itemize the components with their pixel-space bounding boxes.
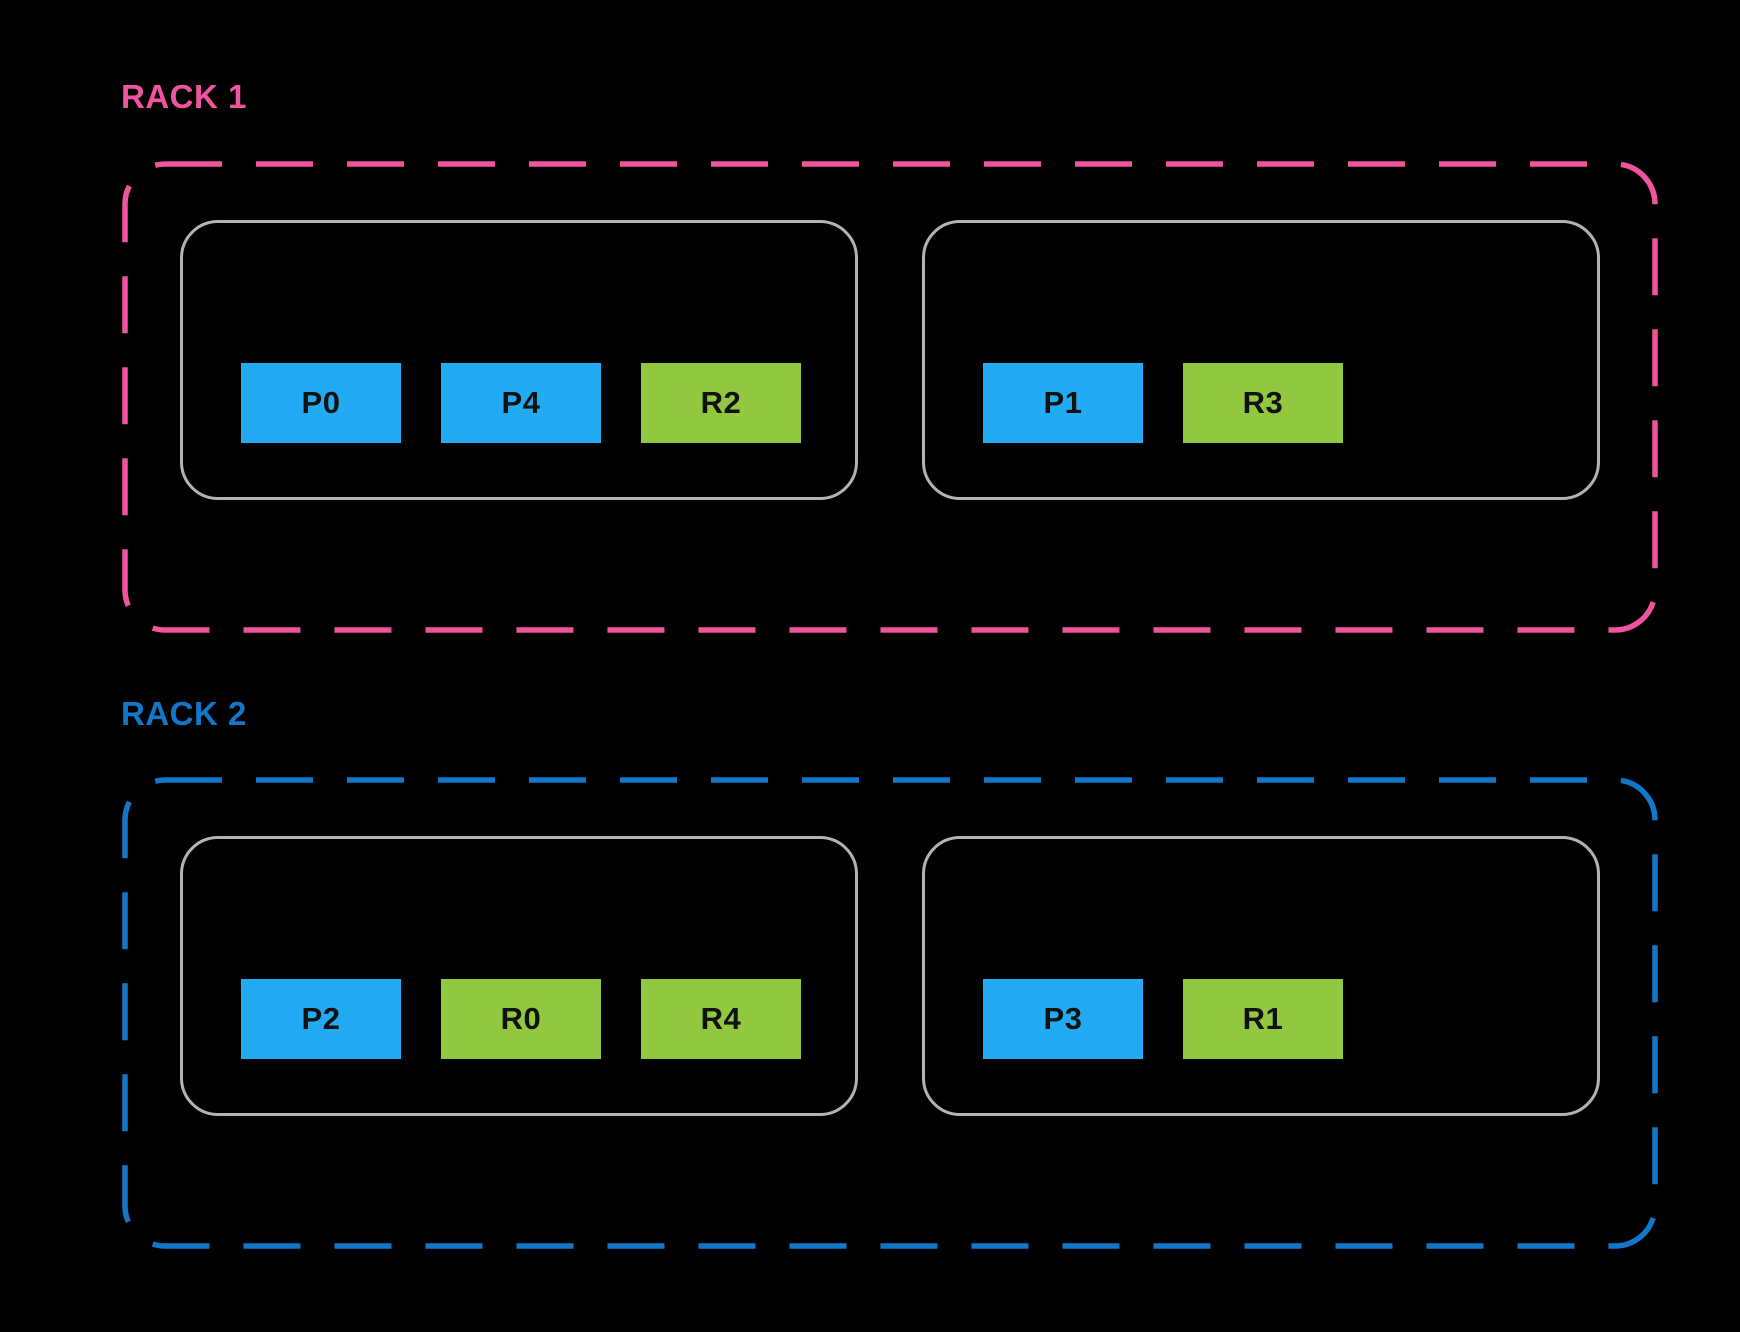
rack-1-group: P0 P4 R2 P1 R3 bbox=[122, 161, 1658, 633]
rack-2-label: RACK 2 bbox=[121, 695, 247, 732]
rack-2-group: P2 R0 R4 P3 R1 bbox=[122, 777, 1658, 1249]
shard-chip-p0: P0 bbox=[241, 363, 401, 443]
shard-chip-p2: P2 bbox=[241, 979, 401, 1059]
shard-chip-r2: R2 bbox=[641, 363, 801, 443]
rack-2-node-1-chip-row: P2 R0 R4 bbox=[241, 979, 801, 1059]
shard-chip-r0: R0 bbox=[441, 979, 601, 1059]
shard-chip-p1: P1 bbox=[983, 363, 1143, 443]
rack-2-node-2-chip-row: P3 R1 bbox=[983, 979, 1343, 1059]
rack-2-dashed-border bbox=[122, 777, 1658, 1249]
rack-1-node-box-2: P1 R3 bbox=[922, 220, 1600, 500]
rack-1-label: RACK 1 bbox=[121, 78, 247, 115]
shard-chip-p3: P3 bbox=[983, 979, 1143, 1059]
shard-chip-r3: R3 bbox=[1183, 363, 1343, 443]
rack-1-node-box-1: P0 P4 R2 bbox=[180, 220, 858, 500]
rack-2-node-box-1: P2 R0 R4 bbox=[180, 836, 858, 1116]
shard-chip-r1: R1 bbox=[1183, 979, 1343, 1059]
rack-1-node-1-chip-row: P0 P4 R2 bbox=[241, 363, 801, 443]
shard-chip-p4: P4 bbox=[441, 363, 601, 443]
rack-1-dashed-border bbox=[122, 161, 1658, 633]
rack-2-node-box-2: P3 R1 bbox=[922, 836, 1600, 1116]
rack-1-node-2-chip-row: P1 R3 bbox=[983, 363, 1343, 443]
shard-chip-r4: R4 bbox=[641, 979, 801, 1059]
